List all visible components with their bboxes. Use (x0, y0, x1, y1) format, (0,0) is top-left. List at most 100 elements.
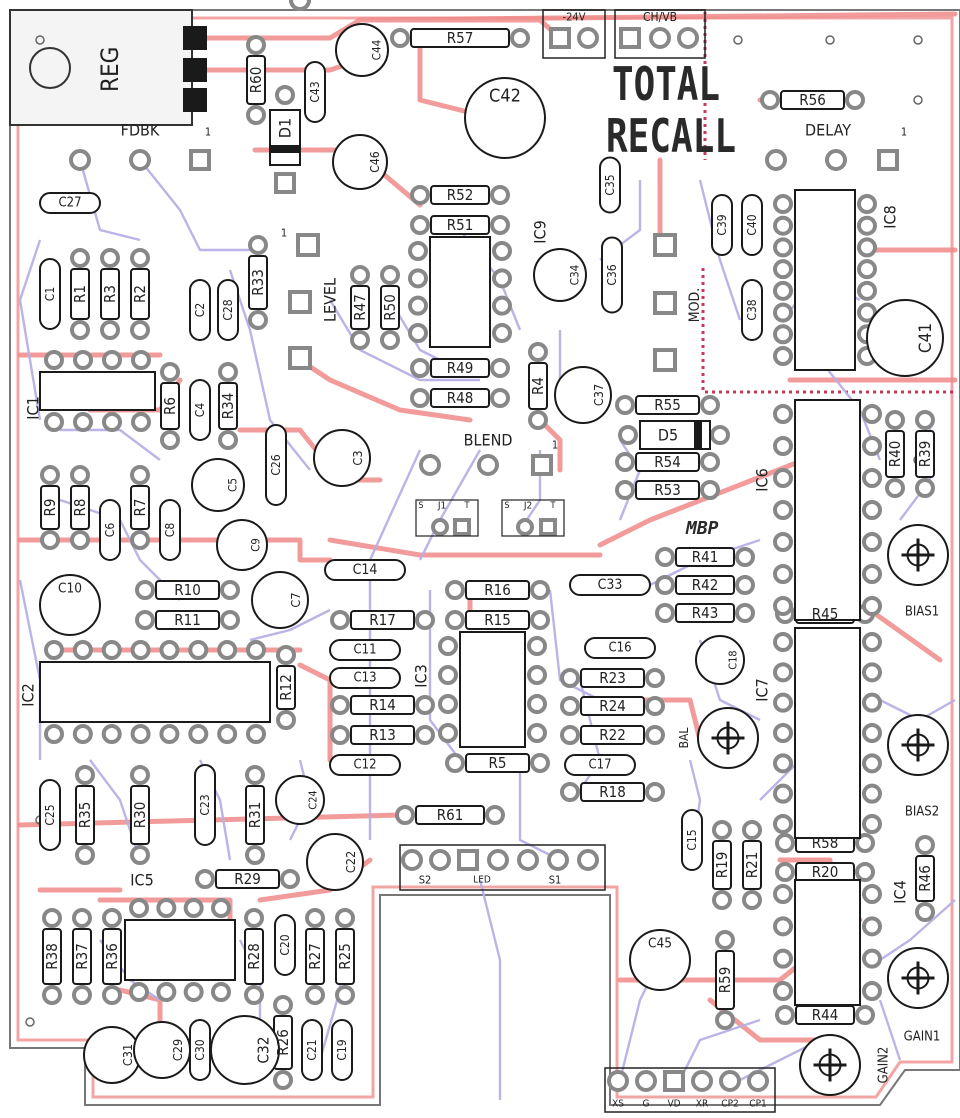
resistor-label: R58 (812, 834, 839, 852)
resistor-r39 (915, 430, 935, 478)
capacitor-label: C10 (58, 581, 82, 597)
resistor-r19 (712, 840, 732, 890)
resistor-label: R31 (246, 802, 264, 829)
pad-square (653, 233, 677, 257)
pad-square (274, 172, 296, 194)
pad (742, 890, 762, 910)
pad (72, 908, 92, 928)
pad (42, 908, 62, 928)
pad (130, 640, 151, 660)
capacitor-label: C46 (368, 151, 382, 173)
pad (862, 814, 882, 834)
pad (102, 908, 122, 928)
pad-square (663, 1070, 685, 1092)
pad (862, 753, 882, 774)
pad (395, 805, 415, 825)
regulator-pin (183, 88, 207, 112)
resistor-r11 (155, 610, 220, 630)
pad (445, 610, 465, 630)
capacitor-label: C21 (305, 1039, 319, 1060)
resistor-label: R3 (101, 285, 119, 303)
electrolytic-c42 (464, 77, 546, 159)
resistor-r56 (780, 90, 845, 110)
pad (845, 90, 865, 110)
pad (408, 295, 428, 316)
jack-pin-label: T (550, 501, 556, 511)
components-layer (39, 9, 949, 1113)
pad-square (453, 518, 471, 536)
electrolytic-c9 (216, 519, 268, 571)
pad (773, 981, 793, 1001)
resistor-r3 (100, 268, 120, 320)
pad (528, 342, 548, 362)
resistor-label: R54 (654, 453, 681, 471)
pad (715, 930, 735, 950)
pad (655, 603, 675, 623)
pad (159, 640, 180, 660)
capacitor-label: C44 (369, 39, 383, 60)
pad (477, 454, 499, 476)
pad (862, 532, 882, 552)
resistor-label: R13 (369, 726, 396, 744)
electrolytic-c24 (275, 775, 325, 825)
mounting-hole (733, 35, 743, 45)
pad (130, 320, 150, 340)
pad (765, 149, 787, 171)
regulator-pin (183, 26, 207, 50)
resistor-r36 (102, 928, 122, 985)
capacitor-label: C1 (43, 287, 57, 301)
ic-label: IC3 (412, 664, 431, 687)
pin1-label: 1 (205, 126, 211, 139)
resistor-r48 (430, 388, 490, 408)
jack-j1 (415, 499, 479, 537)
capacitor-label: C45 (648, 936, 672, 952)
pad (246, 640, 266, 660)
level-label: LEVEL (321, 278, 340, 322)
pad (211, 898, 231, 918)
blend-label: BLEND (464, 431, 513, 450)
resistor-r27 (305, 928, 325, 985)
pad-square (288, 346, 312, 370)
pad (220, 610, 240, 630)
capacitor-c36 (601, 236, 623, 314)
pad (773, 564, 793, 584)
resistor-label: R33 (249, 269, 267, 296)
pad-square (457, 849, 479, 871)
capacitor-c6 (99, 499, 121, 561)
board-title-line1: TOTAL (612, 57, 720, 111)
pad (857, 237, 877, 258)
capacitor-c4 (189, 379, 211, 441)
pad (156, 898, 177, 918)
jack-j2 (501, 499, 565, 537)
jack-pin-label: S (418, 501, 423, 511)
pad (72, 985, 92, 1005)
pad (560, 782, 580, 802)
diode-d1-band (270, 145, 300, 153)
pad (276, 645, 296, 665)
pad (305, 985, 325, 1005)
capacitor-label: C42 (489, 86, 521, 107)
ic-ic2 (39, 661, 271, 723)
pad (691, 1070, 713, 1092)
resistor-label: R45 (812, 605, 839, 623)
pad (44, 640, 64, 660)
pin1-label: 1 (901, 126, 907, 139)
resistor-r46 (915, 855, 935, 902)
pad (408, 241, 428, 261)
pad (560, 668, 580, 688)
gain2-label: GAIN2 (877, 1047, 892, 1084)
pad-square (653, 348, 677, 372)
pad (862, 596, 882, 616)
ic-ic7 (794, 627, 861, 839)
pad (305, 908, 325, 928)
capacitor-c13 (329, 667, 401, 689)
header-supply-label: -24V (563, 11, 586, 24)
capacitor-label: C5 (225, 478, 239, 492)
resistor-label: R1 (71, 285, 89, 303)
resistor-r60 (246, 55, 266, 105)
fdbk-label: FDBK (121, 121, 160, 140)
capacitor-c16 (584, 637, 656, 659)
pad (528, 410, 548, 430)
board-title-line2: RECALL (606, 109, 736, 163)
resistor-r25 (335, 928, 355, 985)
